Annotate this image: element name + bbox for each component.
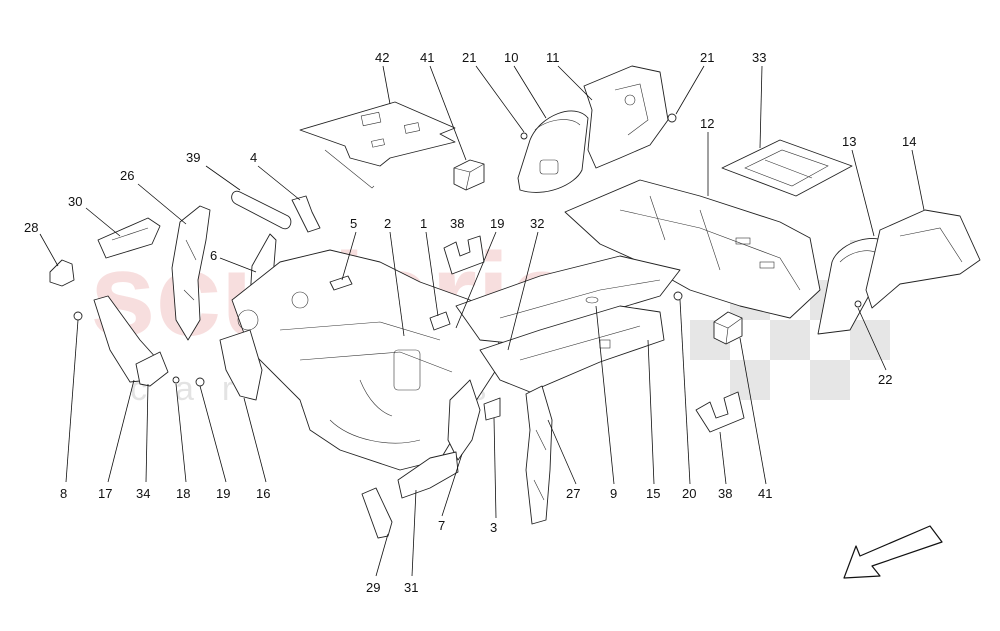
leader-lines (39, 65, 925, 577)
callout-22: 22 (878, 372, 892, 387)
part-38-u-block-bottom (695, 391, 745, 433)
part-16-bracket (219, 329, 263, 401)
callout-4: 4 (250, 150, 257, 165)
callout-32: 32 (530, 216, 544, 231)
callout-28: 28 (24, 220, 38, 235)
callout-6: 6 (210, 248, 217, 263)
part-1-pad (429, 311, 451, 331)
callout-19: 19 (216, 486, 230, 501)
part-34-bracket (135, 351, 169, 387)
part-38-u-block-top (443, 235, 485, 275)
part-15-sill (479, 305, 665, 393)
callout-42: 42 (375, 50, 389, 65)
callout-20: 20 (682, 486, 696, 501)
callout-26: 26 (120, 168, 134, 183)
part-7-bracket (447, 379, 481, 461)
callout-16: 16 (256, 486, 270, 501)
part-5-pad (329, 275, 353, 291)
part-21-clip-left (520, 132, 528, 140)
callout-18: 18 (176, 486, 190, 501)
part-27-pillar (525, 385, 553, 525)
part-20-grommet (673, 291, 683, 301)
part-3-plate (483, 397, 501, 421)
part-39-tube (231, 190, 292, 230)
callout-21: 21 (700, 50, 714, 65)
part-19-clip-bottom (195, 377, 205, 387)
part-32-tunnel (455, 255, 681, 345)
callout-14: 14 (902, 134, 916, 149)
callout-31: 31 (404, 580, 418, 595)
callout-10: 10 (504, 50, 518, 65)
callout-29: 29 (366, 580, 380, 595)
callout-19: 19 (490, 216, 504, 231)
part-18-stud (172, 376, 180, 384)
part-41-block (453, 159, 485, 191)
callout-5: 5 (350, 216, 357, 231)
callout-41: 41 (758, 486, 772, 501)
callout-3: 3 (490, 520, 497, 535)
part-41-block-right (713, 311, 743, 345)
callout-41: 41 (420, 50, 434, 65)
callout-13: 13 (842, 134, 856, 149)
callout-1: 1 (420, 216, 427, 231)
part-21-clip-right (667, 113, 677, 123)
part-22-clip (854, 300, 862, 308)
part-main-bulkhead (231, 249, 501, 471)
part-31-pad (397, 451, 459, 499)
callout-34: 34 (136, 486, 150, 501)
part-42-mat (299, 101, 456, 189)
part-14-wheel-housing (865, 209, 981, 309)
callout-11: 11 (546, 50, 560, 65)
callout-15: 15 (646, 486, 660, 501)
part-8-screw (73, 311, 83, 321)
part-28-bracket (49, 259, 75, 287)
part-26-pillar (171, 205, 211, 341)
callout-9: 9 (610, 486, 617, 501)
part-4-strip (291, 195, 321, 233)
callout-30: 30 (68, 194, 82, 209)
callout-7: 7 (438, 518, 445, 533)
part-29-wedge (361, 487, 393, 539)
part-33-mat (721, 139, 853, 197)
callout-8: 8 (60, 486, 67, 501)
callout-12: 12 (700, 116, 714, 131)
callout-17: 17 (98, 486, 112, 501)
callout-27: 27 (566, 486, 580, 501)
callout-33: 33 (752, 50, 766, 65)
part-10-panel (517, 110, 589, 193)
part-30-pad (97, 217, 161, 259)
parts-drawing (49, 65, 981, 539)
callout-labels: 42 41 21 10 11 21 33 12 13 14 39 4 26 30… (24, 50, 916, 595)
part-11-panel (583, 65, 669, 169)
callout-39: 39 (186, 150, 200, 165)
callout-21: 21 (462, 50, 476, 65)
callout-38: 38 (450, 216, 464, 231)
callout-38: 38 (718, 486, 732, 501)
callout-2: 2 (384, 216, 391, 231)
direction-arrow-icon (843, 525, 943, 579)
